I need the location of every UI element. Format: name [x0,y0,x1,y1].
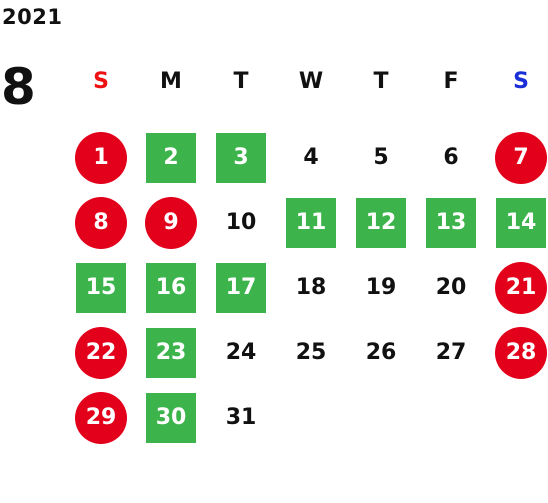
day-cell: 28 [486,320,548,385]
day-cell: 20 [416,255,486,320]
day-number-open: 30 [146,392,196,443]
day-cell: 30 [136,385,206,450]
weekday-label: M [160,69,182,94]
day-number-holiday: 21 [495,261,547,314]
weekday-label: F [443,69,459,94]
day-number-plain: 27 [435,340,467,365]
day-cell: 25 [276,320,346,385]
day-number-open: 12 [356,197,406,248]
day-number-holiday: 9 [145,196,197,249]
day-cell: 3 [206,125,276,190]
day-number-plain: 5 [373,145,389,170]
weekday-label: S [513,69,529,94]
day-cell: 22 [66,320,136,385]
day-number-plain: 31 [225,405,257,430]
day-number-plain: 26 [365,340,397,365]
day-number-holiday: 28 [495,326,547,379]
day-cell: 15 [66,255,136,320]
day-number-plain: 25 [295,340,327,365]
day-number-open: 13 [426,197,476,248]
day-cell: 1 [66,125,136,190]
day-number-open: 11 [286,197,336,248]
day-number-holiday: 22 [75,326,127,379]
day-cell: 17 [206,255,276,320]
day-cell: 11 [276,190,346,255]
day-number-holiday: 8 [75,196,127,249]
day-number-plain: 20 [435,275,467,300]
day-number-holiday: 29 [75,391,127,444]
day-cell: 12 [346,190,416,255]
day-cell: 13 [416,190,486,255]
day-cell: 2 [136,125,206,190]
weekday-label: T [373,69,389,94]
day-cell: 9 [136,190,206,255]
day-number-open: 3 [216,132,266,183]
day-number-open: 15 [76,262,126,313]
year-label: 2021 [2,5,63,29]
day-number-plain: 10 [225,210,257,235]
day-cell: 14 [486,190,548,255]
day-cell: 21 [486,255,548,320]
weekday-label: S [93,69,109,94]
day-cell: 6 [416,125,486,190]
weekday-label: W [298,69,324,94]
day-cell: 19 [346,255,416,320]
day-cell: 23 [136,320,206,385]
day-number-plain: 4 [303,145,319,170]
day-cell: 31 [206,385,276,450]
day-number-plain: 18 [295,275,327,300]
day-cell: 8 [66,190,136,255]
day-number-open: 17 [216,262,266,313]
day-number-plain: 24 [225,340,257,365]
day-number-plain: 6 [443,145,459,170]
day-number-open: 16 [146,262,196,313]
day-number-holiday: 1 [75,131,127,184]
day-number-holiday: 7 [495,131,547,184]
day-cell: 16 [136,255,206,320]
day-cell: 10 [206,190,276,255]
day-cell: 27 [416,320,486,385]
day-cell: 7 [486,125,548,190]
day-number-open: 2 [146,132,196,183]
day-number-plain: 19 [365,275,397,300]
day-cell: 18 [276,255,346,320]
day-cell: 26 [346,320,416,385]
day-cell: 24 [206,320,276,385]
day-cell: 5 [346,125,416,190]
day-cell: 29 [66,385,136,450]
month-number: 8 [1,58,36,116]
day-cell: 4 [276,125,346,190]
day-number-open: 23 [146,327,196,378]
weekday-label: T [233,69,249,94]
day-number-open: 14 [496,197,546,248]
